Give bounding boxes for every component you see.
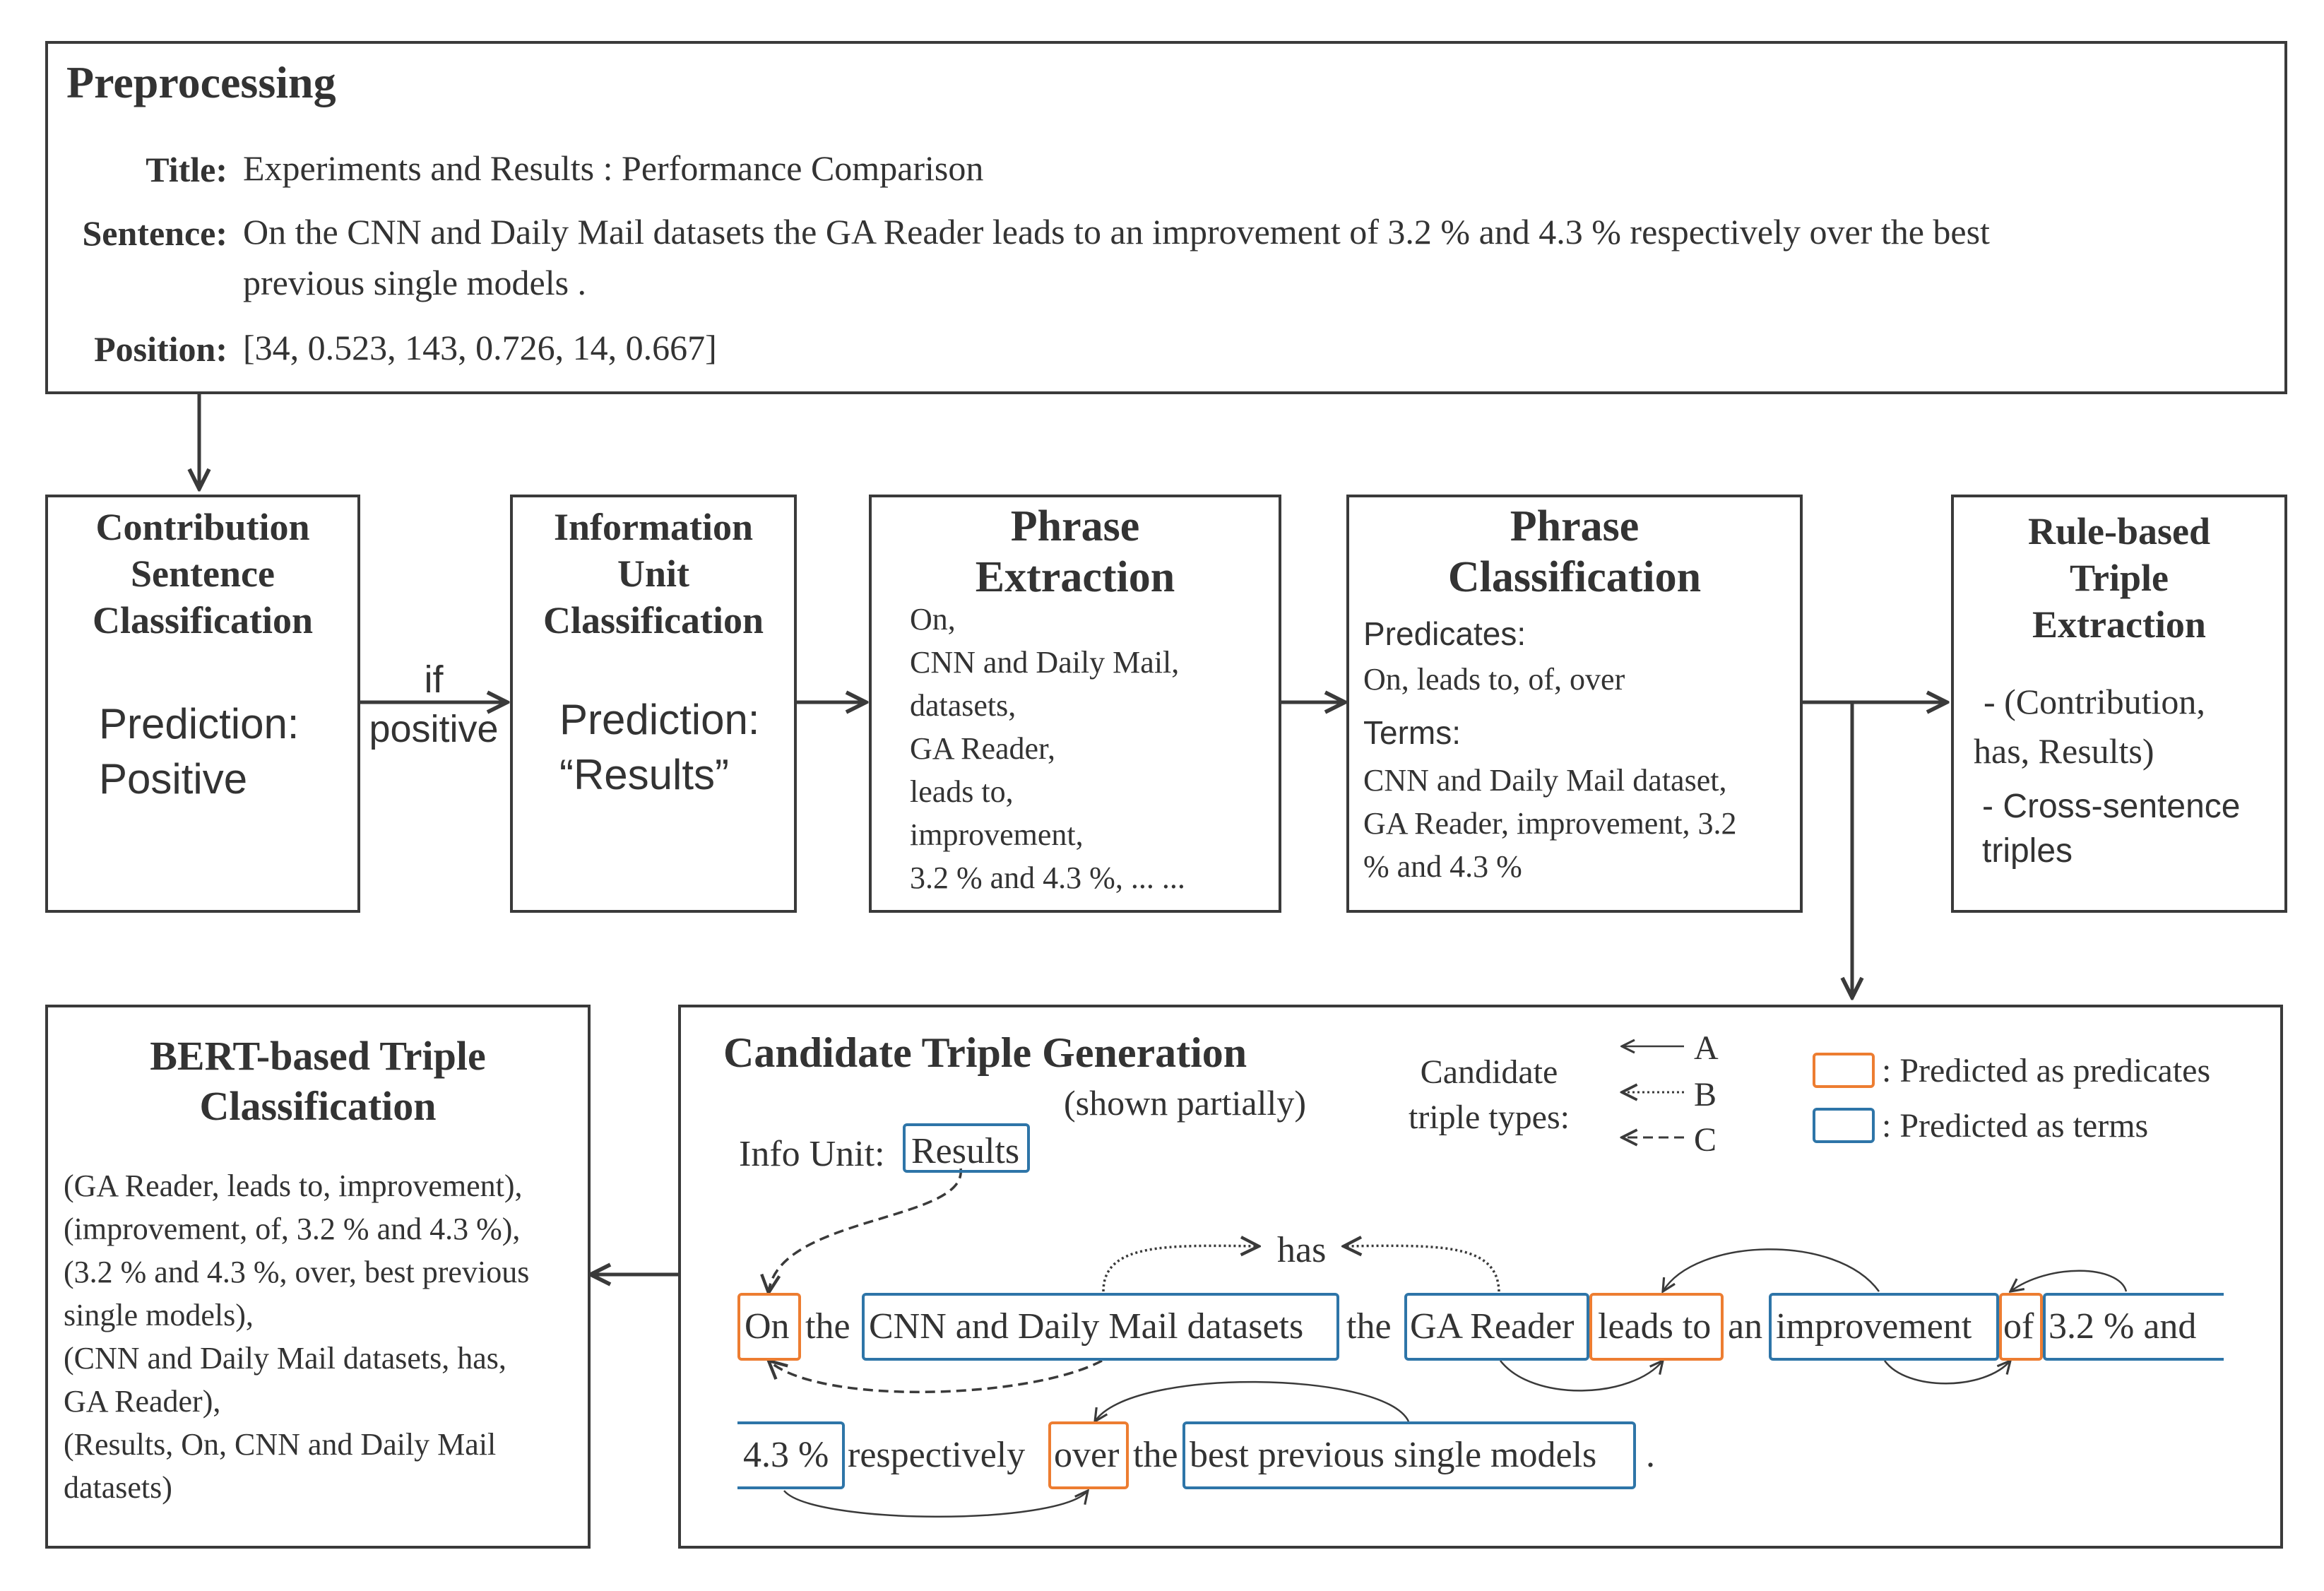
legend-predicate-label: : Predicted as predicates [1882,1052,2211,1089]
contribution-prediction: Prediction: Positive [99,700,300,803]
word-respectively: respectively [848,1435,1026,1475]
word-cnn: CNN and Daily Mail datasets [869,1306,1304,1347]
word-best: best previous single models [1190,1435,1597,1475]
arc-cnn-to-has [1102,1246,1259,1292]
legend-predicate-swatch [1813,1053,1875,1088]
word-period: . [1646,1435,1655,1475]
arc-improvement-to-of [1883,1361,2010,1385]
rule-based-box [1951,495,2287,913]
sentence-line-1: On the CNN and Daily Mail datasets the G… [243,212,1990,252]
word-on: On [745,1306,790,1347]
word-of-box [1999,1293,2043,1361]
terms-label: Terms: [1363,714,1461,751]
bert-box [45,1005,591,1549]
candidate-title: Candidate Triple Generation [723,1029,1247,1076]
contribution-title: Contribution Sentence Classification [92,506,313,641]
phrase-extraction-title: Phrase Extraction [975,502,1175,601]
infounit-prediction: Prediction: “Results” [559,696,760,798]
candidate-subtitle: (shown partially) [1064,1083,1306,1123]
terms-value: CNN and Daily Mail dataset, GA Reader, i… [1363,763,1737,884]
legend-term-swatch [1813,1108,1875,1143]
word-improvement: improvement [1776,1306,1972,1347]
word-the-1: the [805,1306,850,1347]
arc-best-to-over [1095,1380,1410,1421]
type-c-label: C [1694,1121,1717,1159]
preprocessing-title: Preprocessing [66,57,336,107]
phrase-extraction-box [869,495,1281,913]
type-a-label: A [1694,1029,1719,1067]
word-num1: 3.2 % and [2049,1306,2197,1347]
sentence-line-2: previous single models . [243,263,587,302]
predicates-label: Predicates: [1363,615,1526,652]
predicates-value: On, leads to, of, over [1363,662,1625,697]
word-num2-box [737,1421,845,1489]
preprocessing-box [45,41,2287,394]
position-label: Position: [94,329,227,369]
if-positive-label: if positive [369,658,499,750]
word-ga: GA Reader [1410,1306,1575,1347]
word-ga-box [1404,1293,1589,1361]
phrase-classification-box [1346,495,1803,913]
arc-ga-to-leads [1500,1361,1663,1392]
info-unit-label: Info Unit: [739,1134,885,1174]
type-b-label: B [1694,1076,1717,1113]
arc-results-to-on [769,1168,962,1293]
word-best-box [1182,1421,1636,1489]
word-the-3: the [1133,1435,1178,1475]
word-leads: leads to [1598,1306,1712,1347]
triple-types-label: Candidate triple types: [1409,1053,1570,1136]
phrase-classification-title: Phrase Classification [1447,502,1702,601]
info-unit-results-box [903,1123,1030,1173]
arc-num2-to-over [783,1491,1088,1518]
candidate-box [678,1005,2283,1549]
infounit-title: Information Unit Classification [543,506,764,641]
word-on-box [737,1293,801,1361]
has-label: has [1277,1230,1327,1270]
bert-triples-list: (GA Reader, leads to, improvement), (imp… [64,1169,530,1505]
info-unit-results: Results [911,1131,1020,1171]
word-the-2: the [1346,1306,1392,1347]
position-value: [34, 0.523, 143, 0.726, 14, 0.667] [243,328,717,367]
word-over-box [1048,1421,1129,1489]
word-cnn-box [862,1293,1339,1361]
word-improvement-box [1769,1293,1999,1361]
phrase-extraction-list: On, CNN and Daily Mail, datasets, GA Rea… [910,602,1185,895]
arc-ga-to-has [1344,1246,1500,1292]
title-value: Experiments and Results : Performance Co… [243,148,984,188]
word-leads-box [1589,1293,1724,1361]
arc-cnn-to-on [769,1361,1103,1394]
bert-title: BERT-based Triple Classification [150,1033,486,1129]
rule-based-item-2: - Cross-sentence triples [1982,788,2241,870]
word-num2: 4.3 % [743,1435,829,1475]
sentence-label: Sentence: [82,213,228,253]
title-label: Title: [146,150,227,189]
legend-term-label: : Predicted as terms [1882,1107,2149,1145]
arc-num-to-of [2010,1270,2128,1291]
infounit-box [510,495,797,913]
word-over: over [1054,1435,1120,1475]
word-of: of [2003,1306,2034,1347]
word-num1-box [2043,1293,2224,1361]
rule-based-item-1: - (Contribution, has, Results) [1974,682,2205,771]
arc-improvement-to-leads [1663,1248,1880,1291]
contribution-box [45,495,360,913]
rule-based-title: Rule-based Triple Extraction [2027,510,2211,646]
word-an: an [1728,1306,1763,1347]
